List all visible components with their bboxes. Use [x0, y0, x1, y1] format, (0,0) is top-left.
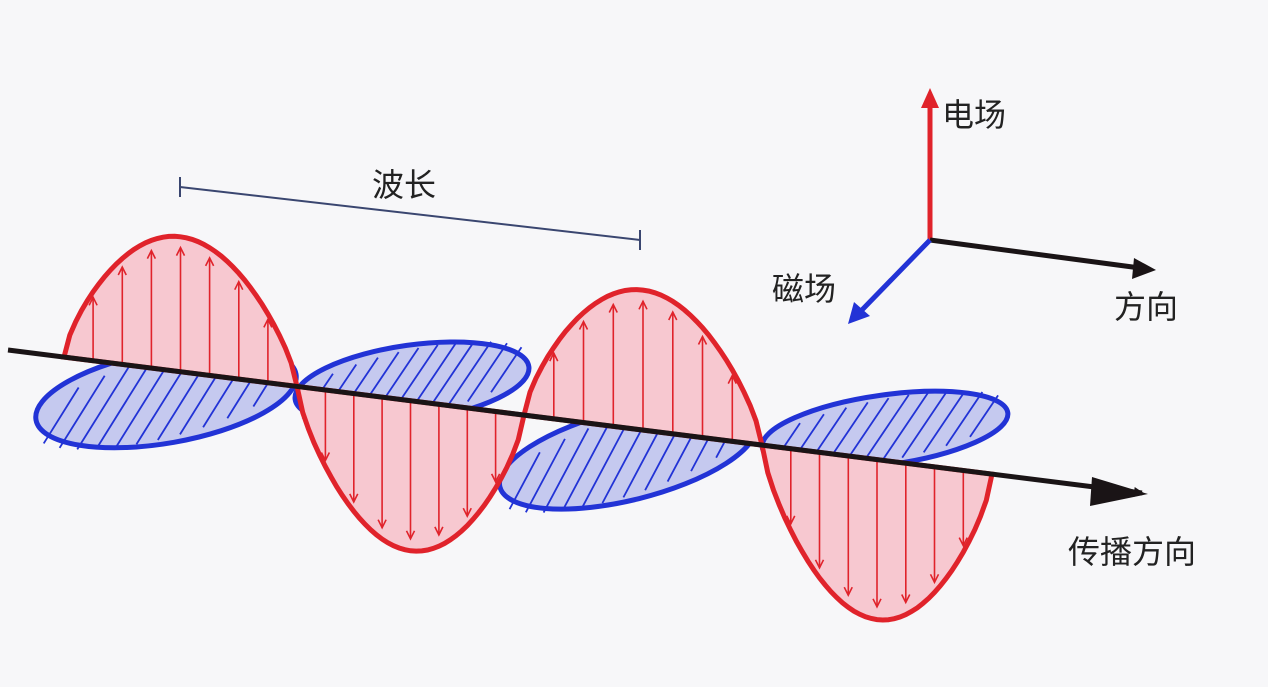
magnetic-vector — [525, 438, 566, 513]
wavelength-label: 波长 — [372, 166, 436, 204]
propagation-axis — [7, 347, 1144, 497]
electric-vector-tip — [814, 559, 825, 570]
magnetic-vector — [880, 392, 929, 463]
electric-field-lobes — [60, 233, 996, 623]
propagation-arrow-head — [1090, 477, 1148, 506]
electric-vector-tip — [117, 265, 127, 276]
electric-vector-tip — [786, 515, 796, 526]
wavelength-scale-bar — [179, 177, 641, 250]
electric-lobe — [758, 442, 996, 623]
electric-vector-tip — [549, 351, 559, 362]
electric-field-label: 电场 — [942, 96, 1006, 134]
electric-vector-tip — [490, 473, 501, 484]
magnetic-vector — [76, 366, 130, 450]
electric-lobe-outline — [293, 383, 528, 554]
electric-lobe — [293, 383, 528, 554]
electric-lobe — [520, 287, 766, 449]
direction-label: 方向 — [1114, 288, 1178, 326]
electric-vector-tip — [929, 573, 940, 585]
electric-vector-tip — [843, 586, 853, 597]
electric-vector-tip — [204, 256, 215, 267]
electric-vector-tip — [320, 452, 331, 463]
electric-lobe-outline — [520, 287, 766, 449]
magnetic-vector — [969, 394, 999, 438]
electric-vector-tip — [434, 526, 444, 537]
electric-lobe — [60, 233, 301, 390]
electric-lobe-outline — [60, 233, 301, 390]
electric-vector-tip — [88, 295, 98, 306]
electric-vector-tip — [377, 519, 387, 530]
magnetic-vector — [95, 359, 153, 450]
direction-axis — [929, 237, 1141, 271]
electric-vector-tip — [872, 598, 882, 609]
electric-vector-tip — [638, 299, 648, 310]
magnetic-vector — [922, 390, 966, 453]
electric-vector-tip — [263, 317, 273, 328]
direction-axis-arrow-head — [1132, 258, 1156, 279]
magnetic-vector — [561, 419, 612, 512]
magnetic-field-axis — [858, 238, 932, 314]
magnetic-field-label: 磁场 — [772, 270, 836, 308]
electric-vector-tip — [234, 279, 244, 291]
electric-vector-tip — [901, 594, 911, 605]
magnetic-vector — [945, 391, 984, 447]
magnetic-vector — [901, 390, 948, 459]
propagation-direction-label: 传播方向 — [1068, 533, 1196, 571]
electric-axis-arrow-head — [921, 88, 939, 108]
electric-vector-tip — [578, 319, 589, 330]
electric-vector-tip — [608, 302, 618, 313]
axes-legend — [848, 88, 1156, 324]
electric-vector-tip — [727, 373, 737, 384]
electric-vector-tip — [405, 530, 416, 541]
magnetic-vector — [542, 427, 590, 513]
electric-vector-tip — [146, 248, 157, 259]
electric-lobe-outline — [758, 442, 996, 623]
magnetic-vector — [58, 375, 106, 449]
electric-vector-tip — [697, 334, 708, 345]
electric-vector-tip — [462, 507, 472, 518]
magnetic-vector — [860, 394, 910, 466]
electric-vector-tip — [958, 537, 968, 548]
electric-vector-tip — [349, 493, 359, 504]
electric-vector-tip — [668, 310, 678, 321]
magnetic-axis-arrow-head — [848, 302, 870, 324]
magnetic-vector — [466, 342, 508, 403]
magnetic-vector — [445, 341, 492, 409]
electric-vector-tip — [175, 245, 186, 256]
